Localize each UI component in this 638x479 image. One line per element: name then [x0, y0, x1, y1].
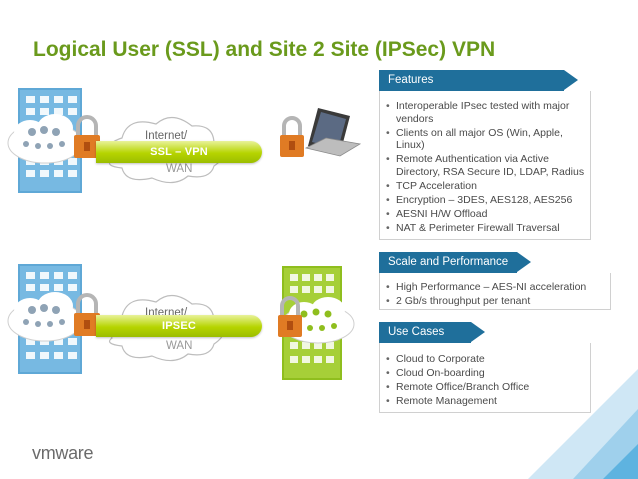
use-cases-heading: Use Cases: [379, 322, 485, 343]
list-item: NAT & Perimeter Firewall Traversal: [386, 222, 591, 235]
lock-icon: [278, 296, 302, 337]
corner-decoration: [528, 369, 638, 479]
lock-icon: [280, 116, 304, 157]
scale-heading: Scale and Performance: [379, 252, 531, 273]
list-item: Remote Management: [386, 395, 591, 408]
internet-cloud-label: Internet/: [145, 130, 188, 142]
list-item: Remote Office/Branch Office: [386, 381, 591, 394]
private-cloud-icon: [7, 292, 83, 342]
list-item: Remote Authentication via Active Directo…: [386, 153, 591, 178]
list-item: TCP Acceleration: [386, 180, 591, 193]
features-list: Interoperable IPsec tested with major ve…: [386, 100, 591, 236]
ssl-vpn-tunnel: SSL – VPN: [96, 141, 262, 163]
ipsec-tunnel: IPSEC: [96, 315, 262, 337]
features-heading: Features: [379, 70, 578, 91]
list-item: Cloud On-boarding: [386, 367, 591, 380]
lock-icon: [74, 293, 100, 336]
list-item: High Performance – AES-NI acceleration: [386, 281, 616, 294]
lock-icon: [74, 115, 100, 158]
slide-title: Logical User (SSL) and Site 2 Site (IPSe…: [33, 38, 496, 61]
list-item: Clients on all major OS (Win, Apple, Lin…: [386, 127, 591, 152]
internet-cloud-label-tail: WAN: [166, 163, 193, 175]
laptop-icon: [304, 108, 362, 157]
internet-cloud-label-tail: WAN: [166, 340, 193, 352]
list-item: Cloud to Corporate: [386, 353, 591, 366]
vmware-logo: vmware: [32, 443, 94, 463]
list-item: Interoperable IPsec tested with major ve…: [386, 100, 591, 125]
scale-list: High Performance – AES-NI acceleration 2…: [386, 281, 616, 309]
list-item: AESNI H/W Offload: [386, 208, 591, 221]
use-cases-list: Cloud to Corporate Cloud On-boarding Rem…: [386, 353, 591, 409]
list-item: Encryption – 3DES, AES128, AES256: [386, 194, 591, 207]
list-item: 2 Gb/s throughput per tenant: [386, 295, 616, 308]
